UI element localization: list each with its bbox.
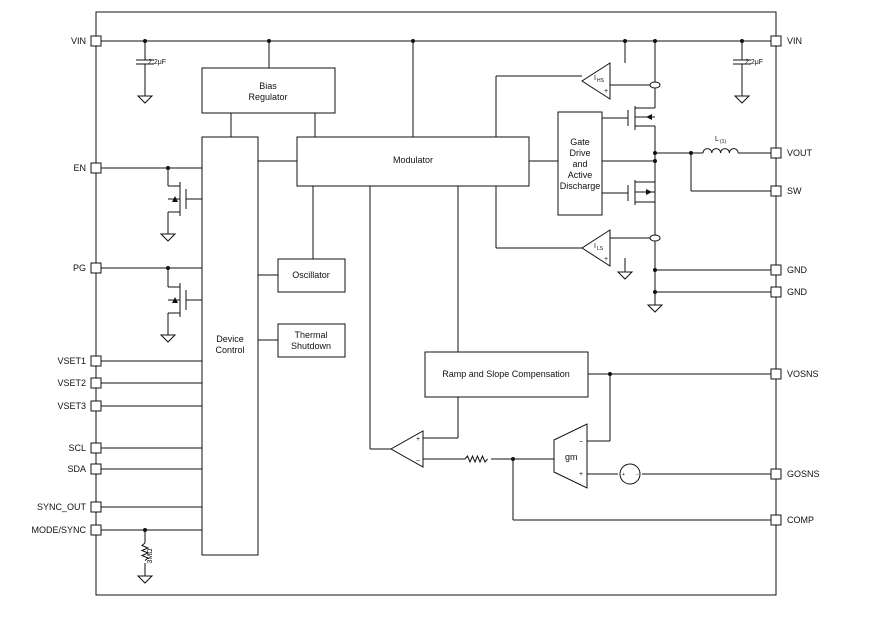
- ic-outline: [95, 11, 777, 596]
- gate-drive-line5: Discharge: [560, 181, 601, 191]
- source-plus: +: [622, 472, 625, 478]
- device-control-label-line1: Device: [216, 334, 244, 344]
- pin-label-vset3: VSET3: [57, 401, 86, 411]
- inductor-sub: (1): [720, 139, 726, 145]
- ihs-plus: +: [604, 88, 608, 95]
- ramp-label: Ramp and Slope Compensation: [442, 369, 570, 379]
- pin-scl: [90, 442, 102, 454]
- pin-label-comp: COMP: [787, 515, 814, 525]
- pin-label-pg: PG: [73, 263, 86, 273]
- pin-vosns: [770, 368, 782, 380]
- oscillator-block: [277, 258, 346, 293]
- pin-vout: [770, 147, 782, 159]
- pin-label-gnd-2: GND: [787, 287, 808, 297]
- ground-symbols: [136, 95, 751, 584]
- thermal-label-line1: Thermal: [294, 330, 327, 340]
- pin-mode-sync: [90, 524, 102, 536]
- junction-dots: [143, 39, 744, 532]
- pin-sync-out: [90, 501, 102, 513]
- pin-vset1: [90, 355, 102, 367]
- wires: [101, 40, 771, 576]
- gm-amplifier: [553, 423, 588, 489]
- gate-drive-line4: Active: [568, 170, 593, 180]
- pin-label-vout: VOUT: [787, 148, 813, 158]
- right-pins: [770, 35, 782, 526]
- ils-sense-amp: [581, 229, 611, 267]
- left-pins: [90, 35, 102, 536]
- ihs-sub: HS: [597, 78, 605, 84]
- oscillator-label: Oscillator: [292, 270, 330, 280]
- gm-plus: +: [579, 471, 583, 478]
- pin-gosns: [770, 468, 782, 480]
- pin-vin-right: [770, 35, 782, 47]
- gate-drive-line1: Gate: [570, 137, 590, 147]
- pin-gnd-2: [770, 286, 782, 298]
- pin-sda: [90, 463, 102, 475]
- ls-fet-arrow: [646, 189, 652, 195]
- pwm-comparator: [389, 430, 424, 468]
- gm-label: gm: [565, 452, 578, 462]
- gm-minus: −: [579, 439, 583, 446]
- ls-sense-loop: [649, 234, 661, 242]
- pin-label-sync-out: SYNC_OUT: [37, 502, 87, 512]
- bias-label-line2: Regulator: [248, 92, 287, 102]
- cap-right-label: 2.2μF: [745, 59, 763, 66]
- gate-drive-line3: and: [572, 159, 587, 169]
- pin-vin-left: [90, 35, 102, 47]
- comparator-plus: +: [416, 436, 420, 443]
- pin-label-mode-sync: MODE/SYNC: [31, 525, 86, 535]
- bias-regulator-block: [201, 67, 336, 114]
- pin-label-vosns: VOSNS: [787, 369, 819, 379]
- modulator-label: Modulator: [393, 155, 433, 165]
- pin-label-sda: SDA: [67, 464, 86, 474]
- gate-drive-line2: Drive: [569, 148, 590, 158]
- pin-label-scl: SCL: [68, 443, 86, 453]
- pin-label-gosns: GOSNS: [787, 469, 820, 479]
- ramp-slope-compensation-block: [424, 351, 589, 398]
- pin-label-vset2: VSET2: [57, 378, 86, 388]
- ils-sub: LS: [597, 246, 604, 252]
- input-capacitor-left: [136, 59, 154, 65]
- source-minus: −: [636, 472, 639, 478]
- pin-vset3: [90, 400, 102, 412]
- pin-label-en: EN: [73, 163, 86, 173]
- thermal-label-line2: Shutdown: [291, 341, 331, 351]
- ihs-sense-amp: [581, 62, 611, 100]
- pin-label-gnd-1: GND: [787, 265, 808, 275]
- device-control-label-line2: Control: [215, 345, 244, 355]
- gosns-voltage-source: [619, 463, 641, 485]
- pin-label-vin-right: VIN: [787, 36, 802, 46]
- pin-label-vin-left: VIN: [71, 36, 86, 46]
- comp-resistor: [464, 454, 488, 464]
- ils-plus: +: [604, 256, 608, 263]
- output-inductor: [702, 148, 739, 154]
- hs-sense-loop: [649, 81, 661, 89]
- comparator-minus: −: [416, 458, 420, 465]
- bias-label-line1: Bias: [259, 81, 277, 91]
- pin-label-sw: SW: [787, 186, 802, 196]
- pin-comp: [770, 514, 782, 526]
- input-capacitor-right: [733, 59, 751, 65]
- ihs-label: I: [594, 75, 596, 82]
- thermal-shutdown-block: [277, 323, 346, 358]
- pin-sw: [770, 185, 782, 197]
- pin-gnd-1: [770, 264, 782, 276]
- inductor-label: L: [715, 136, 719, 143]
- device-control-block: [201, 136, 259, 556]
- pin-label-vset1: VSET1: [57, 356, 86, 366]
- hs-fet-arrow: [646, 114, 652, 120]
- pin-en: [90, 162, 102, 174]
- pin-vset2: [90, 377, 102, 389]
- mode-sync-resistor: [140, 542, 150, 561]
- cap-left-label: 2.2μF: [148, 59, 166, 66]
- pin-pg: [90, 262, 102, 274]
- modulator-block: [296, 136, 530, 187]
- ils-label: I: [594, 243, 596, 250]
- gate-drive-block: [557, 111, 603, 216]
- resistor-label: 3MΩ: [147, 549, 154, 564]
